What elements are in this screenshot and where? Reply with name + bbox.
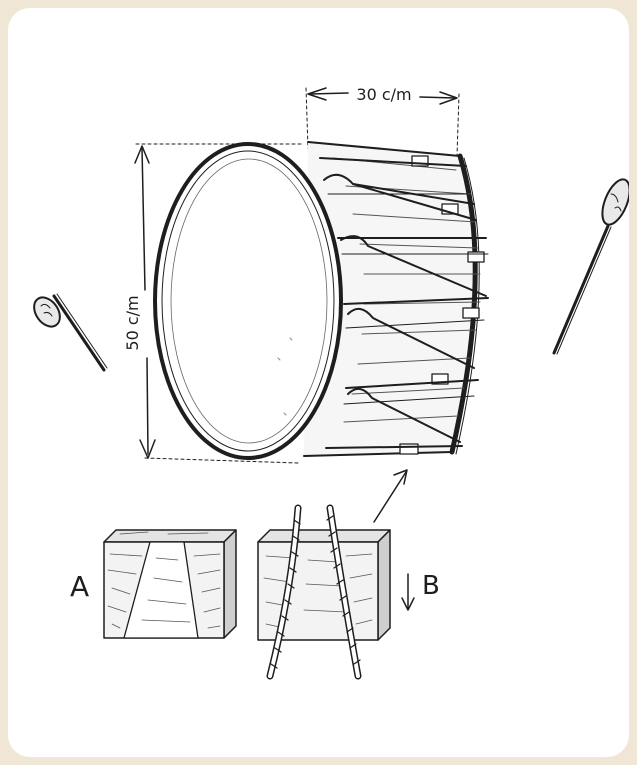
- block-b: [257, 529, 391, 641]
- pointer-arrow: [373, 469, 408, 523]
- twisted-rope: [266, 504, 362, 680]
- block-b-label: B: [422, 571, 440, 601]
- illustration-card: 30 c/m 50 c/m A B: [8, 8, 629, 757]
- down-arrow: [401, 573, 415, 611]
- block-a-label: A: [70, 570, 89, 603]
- height-dimension: [134, 143, 305, 464]
- height-dimension-label: 50 c/m: [123, 295, 142, 350]
- drum-illustration: 30 c/m 50 c/m A B: [33, 85, 629, 680]
- width-dimension-label: 30 c/m: [356, 85, 411, 104]
- left-drumstick: [33, 293, 108, 372]
- tension-ropes: [319, 157, 489, 449]
- block-a: [103, 529, 237, 639]
- width-dimension: [305, 87, 460, 157]
- drum-shell: [303, 141, 485, 457]
- right-drumstick: [552, 178, 629, 355]
- drum-head: [153, 142, 343, 460]
